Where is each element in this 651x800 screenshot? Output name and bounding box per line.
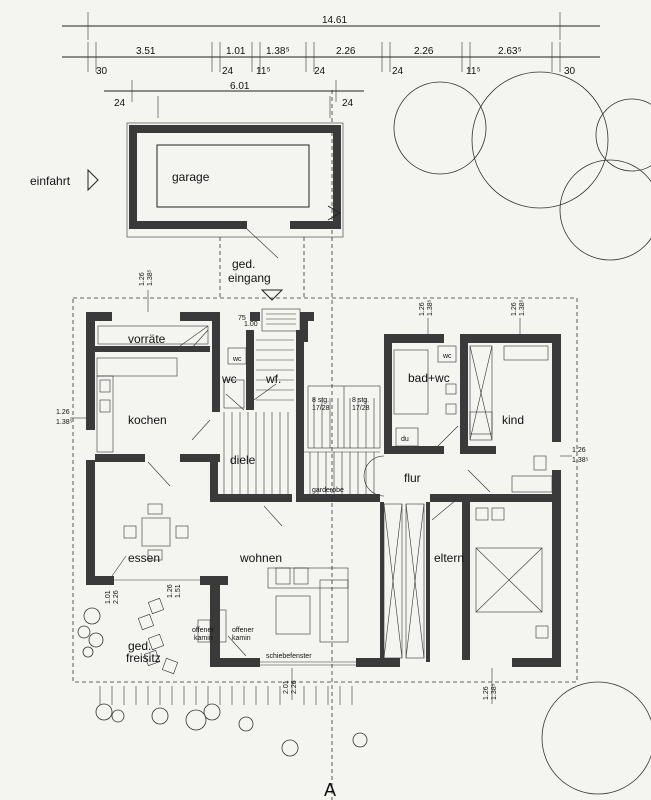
label-kamin-right-2: kamin [232,635,251,642]
label-freisitz-2: freisitz [126,651,161,665]
label-kamin-left-2: kamin [194,635,213,642]
dim-segment-6: 2.63⁵ [498,46,522,57]
dim-top-window-c-1: 1.26 [511,302,518,316]
dim-segment-3: 1.38⁵ [266,46,290,57]
dim-garage-detail-2: 24 [342,98,354,109]
dim-bottom-center-window-1: 2.01 [283,680,290,694]
dim-left-window-2: 1.38⁵ [56,419,73,426]
dim-total: 14.61 [322,15,347,26]
dim-right-window-2: 1.38⁵ [572,457,589,464]
label-eingang-1: ged. [232,257,255,271]
trees-top-right [393,71,651,261]
label-eingang-2: eingang [228,271,271,285]
dim-bottom-left-window-2: 2.26 [113,590,120,604]
dim-bottom-right-window-2: 1.38⁵ [491,683,498,700]
room-label-wohnen: wohnen [239,551,282,565]
dim-detail-3: 11⁵ [256,66,271,77]
dim-entrance-door-2: 1.00 [244,321,258,328]
dim-detail-4: 24 [314,66,326,77]
label-stairs-left: 8 stg. [312,397,329,404]
label-stairs-left-2: 17/28 [312,405,330,412]
room-label-essen: essen [128,551,160,565]
terrace-lines [99,686,353,705]
label-wc-fixture-left: wc [232,356,242,363]
dim-detail-5: 24 [392,66,404,77]
einfahrt-arrow-icon [87,168,99,192]
dim-bottom-left-window2-2: 1.51 [175,584,182,598]
dim-bottom-left-window-1: 1.01 [105,590,112,604]
room-label-flur: flur [404,471,421,485]
entrance-arrow-icon [260,289,284,301]
label-wc-fixture-right: wc [442,353,452,360]
room-label-garage: garage [172,170,210,184]
room-label-diele: diele [230,453,256,467]
label-garderobe: garderobe [312,487,344,494]
garage: garage [126,122,344,259]
dim-right-window-1: 1.26 [572,447,586,454]
dim-top-window-a-1: 1.26 [139,272,146,286]
dim-garage-width: 6.01 [230,81,250,92]
room-label-kind: kind [502,413,524,427]
label-schiebefenster: schiebefenster [266,653,312,660]
site-boundary [72,297,578,683]
room-label-bad-wc: bad+wc [408,371,450,385]
dim-top-window-b-2: 1.38⁵ [427,299,434,316]
house-walls [86,312,561,667]
dim-bottom-right-window-1: 1.26 [483,686,490,700]
dim-top-window-a-2: 1.38⁵ [147,269,154,286]
dim-bottom-left-window2-1: 1.26 [167,584,174,598]
dim-top-window-b-1: 1.26 [419,302,426,316]
window-dimensions: 1.26 1.38⁵ 1.26 1.38⁵ 1.26 1.38⁵ 1.26 1.… [56,269,589,704]
label-kamin-right-1: offener [232,627,254,634]
dimension-lines: 14.61 3.51 1.01 1.38⁵ 2.26 2.26 2.63⁵ 30… [62,12,600,118]
label-stairs-right-2: 17/28 [352,405,370,412]
label-freisitz-1: ged. [128,639,151,653]
dim-detail-6: 11⁵ [466,66,481,77]
room-label-wc: wc [221,372,237,386]
section-mark-bottom: A [324,780,336,800]
label-stairs-right: 8 stg. [352,397,369,404]
dim-segment-1: 3.51 [136,46,156,57]
dim-left-window-1: 1.26 [56,409,70,416]
room-label-wf: wf. [265,372,281,386]
room-details [96,325,553,675]
dim-entrance-door-1: 75 [238,315,246,322]
trees-bottom [77,607,651,795]
dim-segment-4: 2.26 [336,46,356,57]
dim-segment-2: 1.01 [226,46,246,57]
room-labels: vorräte wc wc wf. 8 stg. 17/28 8 stg. 17… [126,332,524,665]
covered-entrance: ged. eingang 75 1.00 [219,237,305,332]
label-einfahrt: einfahrt [30,174,71,188]
dim-detail-7: 30 [564,66,576,77]
dim-garage-detail-1: 24 [114,98,126,109]
dim-segment-5: 2.26 [414,46,434,57]
dim-top-window-c-2: 1.38⁵ [519,299,526,316]
dim-detail-1: 30 [96,66,108,77]
label-kamin-left-1: offener [192,627,214,634]
dim-bottom-center-window-2: 2.26 [291,680,298,694]
room-label-eltern: eltern [434,551,464,565]
room-label-vorraete: vorräte [128,332,166,346]
room-label-kochen: kochen [128,413,167,427]
dim-detail-2: 24 [222,66,234,77]
label-du: du [401,436,409,443]
